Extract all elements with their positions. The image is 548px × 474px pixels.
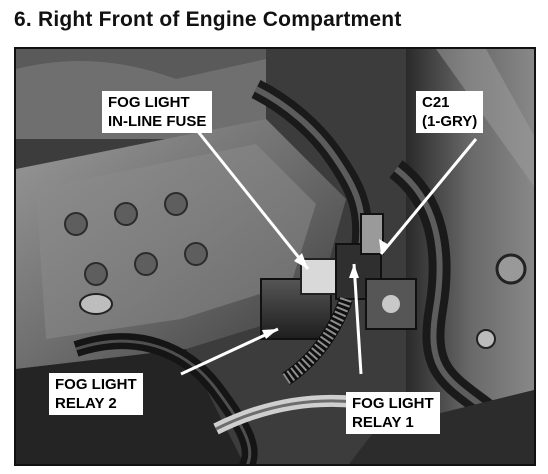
callout-line: IN-LINE FUSE (108, 113, 207, 130)
callout-line: (1-GRY) (422, 113, 478, 130)
callout-connector-c21: C21 (1-GRY) (416, 91, 484, 133)
leader-arrowheads (262, 239, 389, 339)
callout-line: RELAY 1 (352, 414, 414, 431)
callout-fog-light-in-line-fuse: FOG LIGHT IN-LINE FUSE (102, 91, 213, 133)
callout-line: C21 (422, 94, 450, 111)
leader-lines (180, 128, 478, 376)
callout-line: FOG LIGHT (352, 395, 434, 412)
callout-fog-light-relay-1: FOG LIGHT RELAY 1 (346, 392, 440, 434)
page-title: 6. Right Front of Engine Compartment (14, 8, 402, 31)
callout-line: FOG LIGHT (108, 94, 190, 111)
callout-line: FOG LIGHT (55, 376, 137, 393)
relay-cluster (260, 213, 417, 340)
callout-fog-light-relay-2: FOG LIGHT RELAY 2 (49, 373, 143, 415)
callout-line: RELAY 2 (55, 395, 117, 412)
